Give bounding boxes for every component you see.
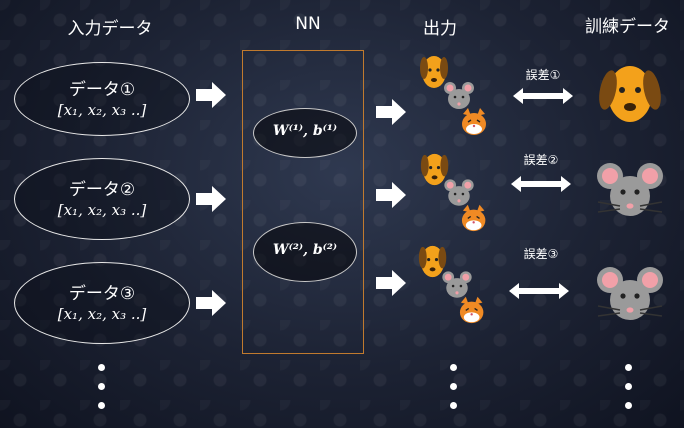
double-arrow-icon (511, 176, 571, 192)
header-output: 出力 (423, 19, 457, 39)
error-label-1: 誤差① (525, 68, 561, 82)
ellipsis-dot (450, 402, 457, 409)
ellipsis-dot (450, 383, 457, 390)
training-mouse-icon (597, 163, 663, 216)
input-label: データ② (68, 180, 136, 200)
header-training: 訓練データ (585, 17, 670, 37)
arrow-right-icon (196, 186, 226, 212)
dog-icon (420, 153, 449, 186)
training-dog-icon (599, 66, 661, 122)
ellipsis-dot (98, 364, 105, 371)
mouse-icon (444, 179, 474, 206)
nn-box (242, 50, 364, 354)
double-arrow-icon (513, 88, 573, 104)
cat-icon (459, 296, 484, 324)
input-label: データ① (68, 80, 136, 100)
output-group-2 (420, 153, 486, 232)
double-arrow-icon (509, 283, 569, 299)
arrow-right-icon (196, 290, 226, 316)
arrow-right-icon (376, 182, 406, 208)
cat-icon (461, 204, 486, 232)
mouse-icon (442, 271, 472, 298)
nn-layer-2: W⁽²⁾, b⁽²⁾ (253, 222, 357, 282)
training-mouse-icon (597, 267, 663, 320)
ellipsis-dot (98, 402, 105, 409)
error-label-3: 誤差③ (523, 247, 559, 261)
ellipsis-dot (625, 402, 632, 409)
error-label-2: 誤差② (523, 153, 559, 167)
nn-param-label: W⁽²⁾, b⁽²⁾ (272, 242, 338, 258)
input-data-1: データ① [x₁, x₂, x₃ ..] (14, 62, 190, 136)
input-data-2: データ② [x₁, x₂, x₃ ..] (14, 158, 190, 240)
ellipsis-dot (450, 364, 457, 371)
ellipsis-dot (625, 383, 632, 390)
input-vector: [x₁, x₂, x₃ ..] (57, 101, 147, 119)
input-vector: [x₁, x₂, x₃ ..] (57, 201, 147, 219)
arrow-right-icon (196, 82, 226, 108)
input-label: データ③ (68, 284, 136, 304)
nn-param-label: W⁽¹⁾, b⁽¹⁾ (272, 123, 338, 139)
header-input: 入力データ (67, 19, 153, 39)
arrow-right-icon (376, 99, 406, 125)
arrow-right-icon (376, 270, 406, 296)
nn-layer-1: W⁽¹⁾, b⁽¹⁾ (253, 108, 357, 158)
ellipsis-dot (625, 364, 632, 371)
dog-icon (420, 56, 448, 88)
input-data-3: データ③ [x₁, x₂, x₃ ..] (14, 262, 190, 344)
header-nn: NN (295, 14, 321, 34)
output-group-1 (420, 56, 486, 135)
mouse-icon (444, 82, 474, 109)
input-vector: [x₁, x₂, x₃ ..] (57, 305, 147, 323)
cat-icon (462, 108, 486, 135)
ellipsis-dot (98, 383, 105, 390)
dog-icon (418, 245, 447, 278)
output-group-3 (418, 245, 484, 324)
